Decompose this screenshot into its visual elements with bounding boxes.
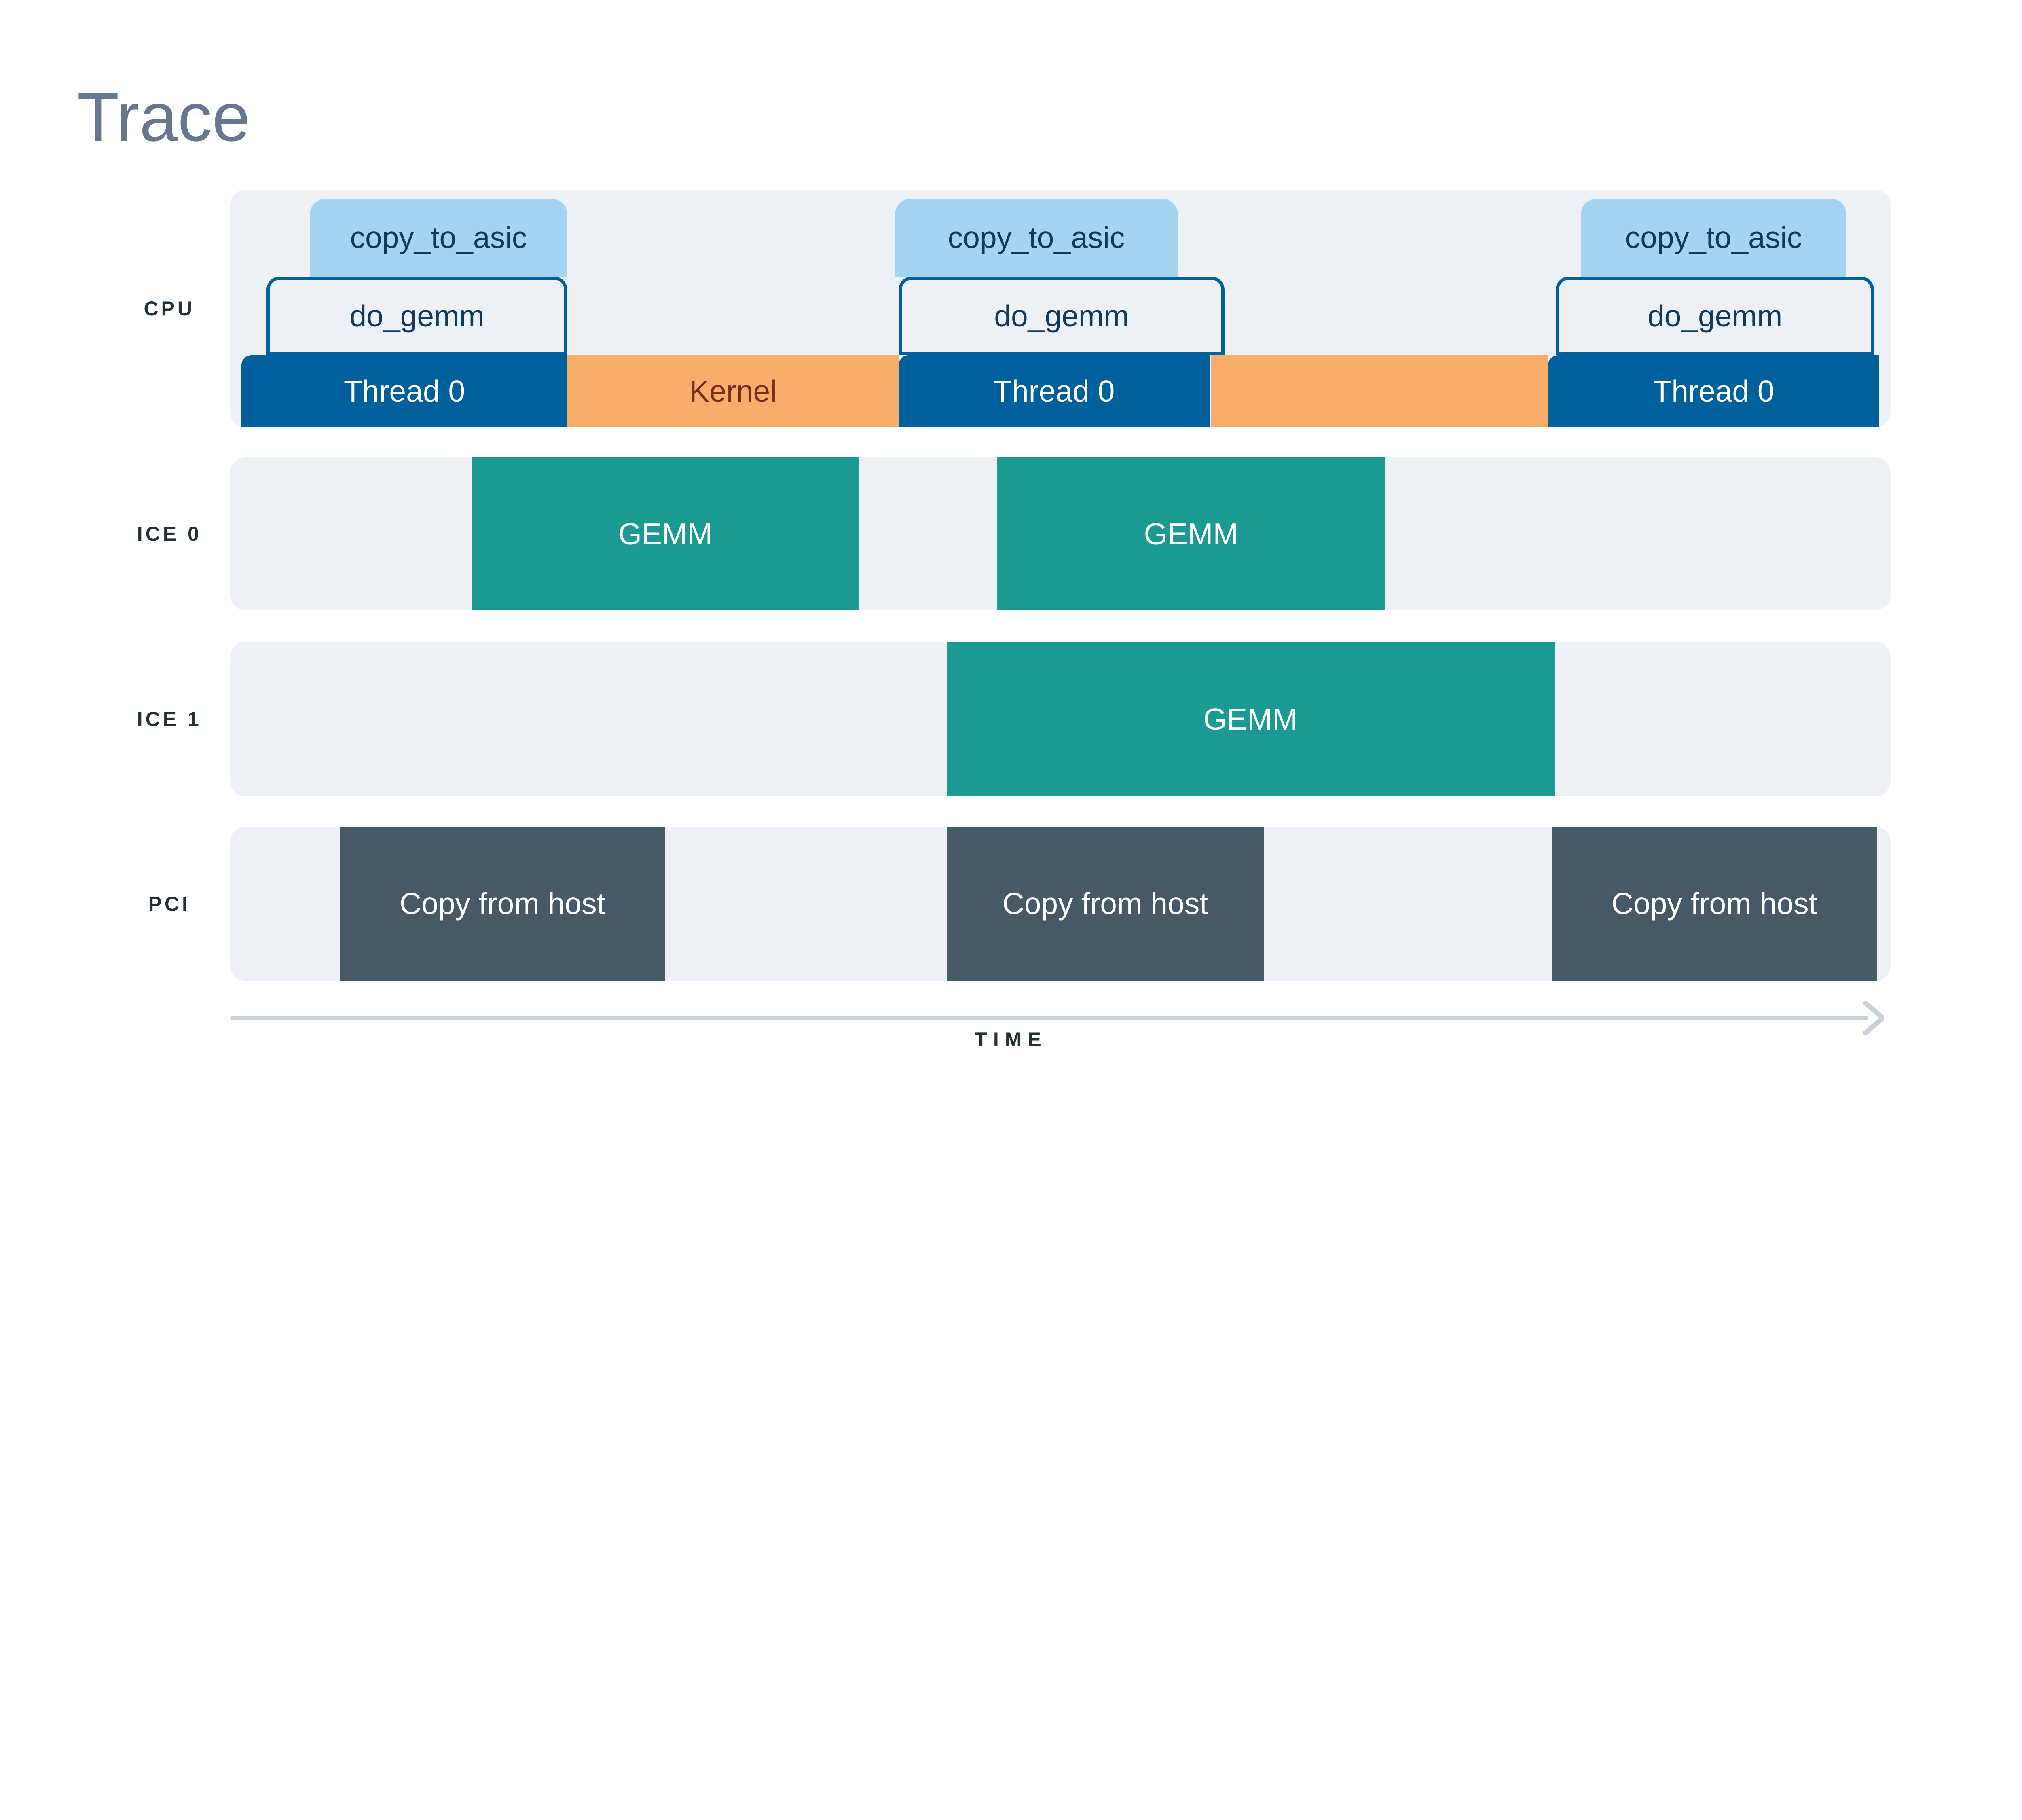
trace-figure: Trace CPU ICE 0 ICE 1 PCI copy_to_asic T… [77, 78, 1891, 1051]
block-kernel-1: Kernel [567, 355, 899, 427]
time-axis-label: TIME [975, 1028, 1047, 1051]
block-thread0-1: Thread 0 [241, 355, 568, 427]
row-label-cpu: CPU [144, 297, 195, 320]
block-do-gemm-2: do_gemm [898, 277, 1225, 356]
block-thread0-3: Thread 0 [1548, 355, 1879, 427]
time-axis-line [230, 1016, 1868, 1021]
block-thread0-2: Thread 0 [898, 355, 1210, 427]
block-copy-from-host-1: Copy from host [340, 826, 665, 981]
block-gemm-ice1-1: GEMM [946, 642, 1555, 796]
block-copy-to-asic-3: copy_to_asic [1581, 198, 1846, 277]
block-gemm-ice0-1: GEMM [471, 457, 859, 611]
block-do-gemm-1: do_gemm [266, 277, 568, 356]
block-copy-from-host-2: Copy from host [946, 826, 1264, 981]
block-kernel-2 [1210, 355, 1548, 427]
row-label-pci: PCI [148, 892, 190, 915]
figure-title: Trace [77, 78, 250, 156]
block-copy-to-asic-2: copy_to_asic [895, 198, 1178, 277]
block-gemm-ice0-2: GEMM [997, 457, 1385, 611]
block-copy-to-asic-1: copy_to_asic [309, 198, 568, 277]
row-label-ice1: ICE 1 [137, 708, 202, 731]
block-copy-from-host-3: Copy from host [1552, 826, 1877, 981]
row-label-ice0: ICE 0 [137, 523, 202, 546]
block-do-gemm-3: do_gemm [1555, 277, 1874, 356]
